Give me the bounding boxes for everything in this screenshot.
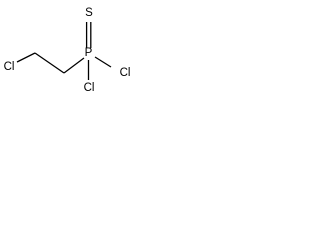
bonds [16, 22, 112, 80]
chemical-structure: S P Cl Cl Cl [4, 7, 131, 94]
atom-labels: S P Cl Cl Cl [4, 7, 131, 94]
bond-ch2-ch2 [34, 52, 65, 74]
atom-cl-right: Cl [120, 67, 131, 79]
atom-cl-bottom: Cl [84, 82, 95, 94]
bond-p-cl-right [94, 56, 112, 68]
atom-s: S [85, 7, 93, 19]
bond-ch2-p [63, 57, 85, 74]
atom-p: P [85, 47, 93, 59]
bond-cl-ch2 [16, 52, 36, 63]
atom-cl-left: Cl [4, 61, 15, 73]
